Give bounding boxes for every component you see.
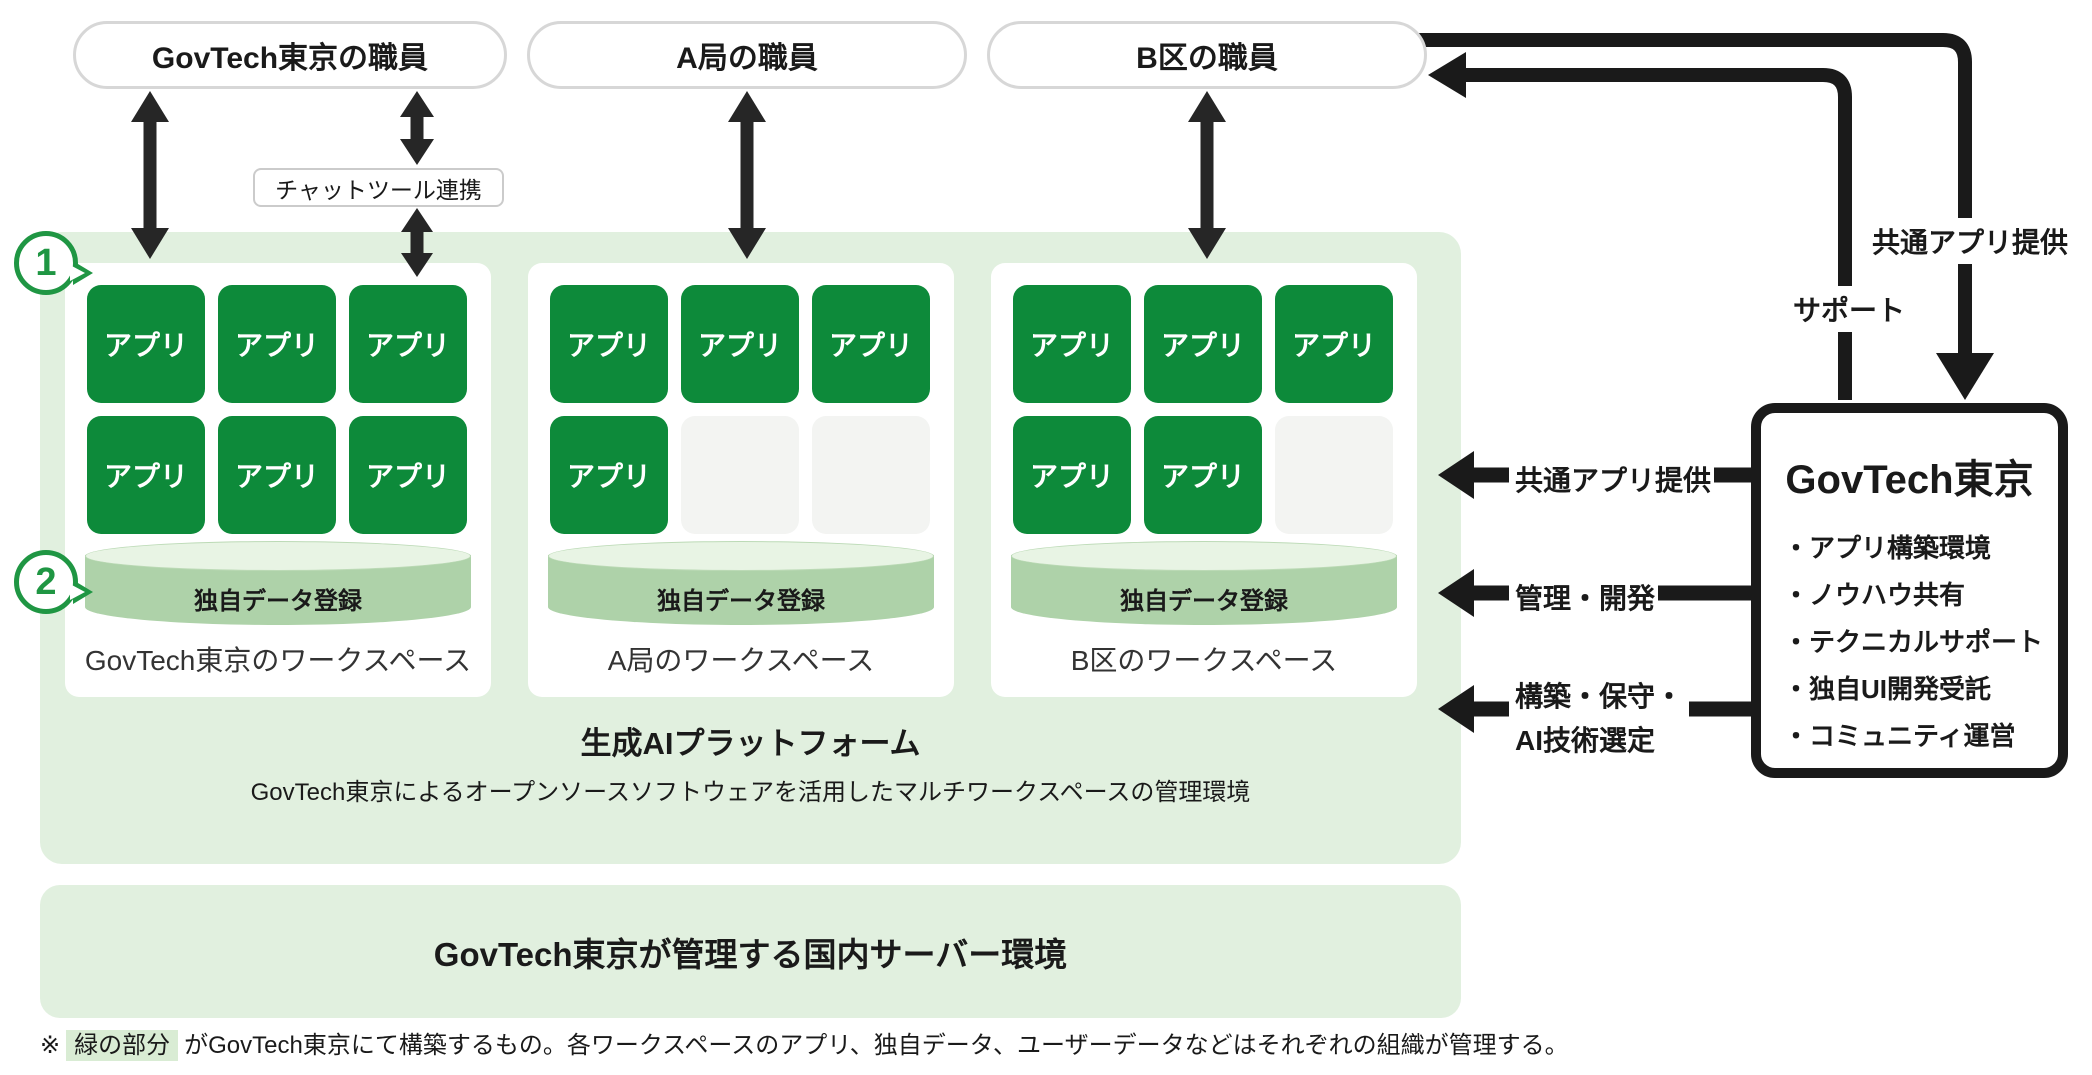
- server-environment-box: GovTech東京が管理する国内サーバー環境: [40, 885, 1461, 1018]
- workspace-name: A局のワークスペース: [607, 645, 875, 676]
- line-support-from-govtech: [1462, 68, 1852, 400]
- actor-pill-bureau-a-staff: A局の職員: [527, 21, 967, 89]
- workspace-name: GovTech東京のワークスペース: [84, 645, 472, 676]
- data-store-cylinder: 独自データ登録: [1011, 541, 1397, 625]
- app-tile: アプリ: [812, 285, 930, 403]
- footnote-text: がGovTech東京にて構築するもの。各ワークスペースのアプリ、独自データ、ユー…: [184, 1032, 1569, 1059]
- actor-pill-govtech-staff: GovTech東京の職員: [73, 21, 507, 89]
- chat-tool-link-label: チャットツール連携: [275, 176, 482, 203]
- app-tile: アプリ: [87, 285, 205, 403]
- callout-badge-1: 1: [14, 231, 93, 295]
- actor-pill-ward-b-staff: B区の職員: [987, 21, 1427, 89]
- govtech-service-item: テクニカルサポート: [1783, 619, 2052, 666]
- empty-app-slot: [681, 416, 799, 534]
- app-tile: アプリ: [349, 285, 467, 403]
- govtech-service-item: ノウハウ共有: [1783, 572, 2052, 619]
- platform-subtitle: GovTech東京によるオープンソースソフトウェアを活用したマルチワークスペース…: [250, 779, 1251, 806]
- data-store-cylinder: 独自データ登録: [548, 541, 934, 625]
- app-tile: アプリ: [550, 416, 668, 534]
- footnote-marker: ※: [40, 1032, 61, 1059]
- actor-label: A局の職員: [676, 42, 818, 75]
- platform-title: 生成AIプラットフォーム: [580, 726, 921, 761]
- flow-label-build-maintain: 構築・保守・ AI技術選定: [1515, 675, 1683, 763]
- app-tile: アプリ: [1144, 416, 1262, 534]
- badge-tail-inner: [70, 265, 85, 281]
- chat-tool-link-box: チャットツール連携: [253, 168, 504, 207]
- app-tile: アプリ: [349, 416, 467, 534]
- flow-label-support: サポート: [1782, 286, 1916, 332]
- empty-app-slot: [812, 416, 930, 534]
- arrowhead-left-into-staff-pill: [1428, 52, 1466, 98]
- actor-label: GovTech東京の職員: [151, 42, 429, 75]
- flow-label-common-app-to-govtech: 共通アプリ提供: [1862, 218, 2078, 264]
- callout-number: 1: [14, 231, 78, 295]
- govtech-service-item: アプリ構築環境: [1783, 525, 2052, 572]
- arrowhead-down-into-govtech: [1936, 353, 1994, 400]
- empty-app-slot: [1275, 416, 1393, 534]
- app-tile: アプリ: [1013, 285, 1131, 403]
- govtech-tokyo-title: GovTech東京: [1785, 458, 2034, 502]
- app-tile: アプリ: [218, 285, 336, 403]
- workspace-name: B区のワークスペース: [1070, 645, 1338, 676]
- flow-label-common-app-to-platform: 共通アプリ提供: [1515, 465, 1712, 496]
- app-tile: アプリ: [550, 285, 668, 403]
- actor-label: B区の職員: [1136, 42, 1278, 75]
- govtech-tokyo-box: GovTech東京 アプリ構築環境ノウハウ共有テクニカルサポート独自UI開発受託…: [1751, 403, 2068, 778]
- app-grid: アプリアプリアプリアプリアプリアプリ: [87, 285, 467, 534]
- flow-label-build-maintain-line2: AI技術選定: [1515, 725, 1656, 756]
- app-tile: アプリ: [681, 285, 799, 403]
- double-arrow-chat-upper: [400, 91, 434, 165]
- govtech-service-item: コミュニティ運営: [1783, 713, 2052, 760]
- workspace-card-ward-b: アプリアプリアプリアプリアプリ 独自データ登録 B区のワークスペース: [991, 263, 1417, 697]
- app-grid: アプリアプリアプリアプリアプリ: [1013, 285, 1393, 534]
- data-store-label: 独自データ登録: [657, 588, 825, 615]
- flow-label-build-maintain-line1: 構築・保守・: [1515, 681, 1684, 712]
- callout-number: 2: [14, 550, 78, 614]
- callout-badge-2: 2: [14, 550, 93, 614]
- flow-label-manage-develop: 管理・開発: [1515, 583, 1656, 614]
- cylinder-top: [85, 541, 471, 571]
- cylinder-top: [1011, 541, 1397, 571]
- workspace-card-govtech: アプリアプリアプリアプリアプリアプリ 独自データ登録 GovTech東京のワーク…: [65, 263, 491, 697]
- data-store-label: 独自データ登録: [1120, 588, 1288, 615]
- app-grid: アプリアプリアプリアプリ: [550, 285, 930, 534]
- server-environment-label: GovTech東京が管理する国内サーバー環境: [433, 935, 1068, 973]
- app-tile: アプリ: [1275, 285, 1393, 403]
- govtech-service-item: 独自UI開発受託: [1783, 666, 2052, 713]
- govtech-service-list: アプリ構築環境ノウハウ共有テクニカルサポート独自UI開発受託コミュニティ運営: [1783, 525, 2052, 760]
- badge-tail-inner: [70, 584, 85, 600]
- data-store-cylinder: 独自データ登録: [85, 541, 471, 625]
- footnote-highlight: 緑の部分: [66, 1030, 179, 1061]
- app-tile: アプリ: [1013, 416, 1131, 534]
- app-tile: アプリ: [87, 416, 205, 534]
- footnote: ※緑の部分がGovTech東京にて構築するもの。各ワークスペースのアプリ、独自デ…: [40, 1025, 1569, 1061]
- app-tile: アプリ: [1144, 285, 1262, 403]
- workspace-card-bureau-a: アプリアプリアプリアプリ 独自データ登録 A局のワークスペース: [528, 263, 954, 697]
- data-store-label: 独自データ登録: [194, 588, 362, 615]
- cylinder-top: [548, 541, 934, 571]
- app-tile: アプリ: [218, 416, 336, 534]
